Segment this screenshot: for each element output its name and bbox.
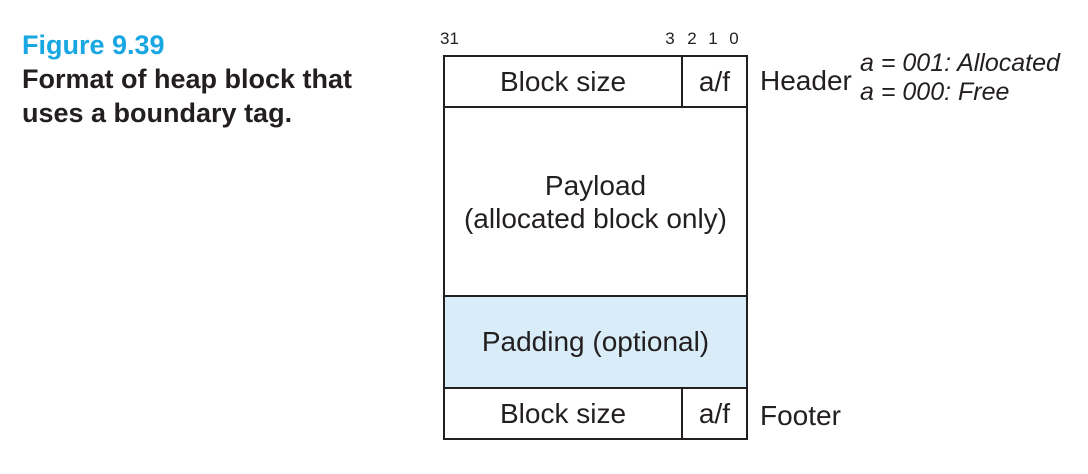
heap-block-diagram: Block size a/f Payload (allocated block …: [443, 55, 748, 440]
legend-allocated-line: a = 001: Allocated: [860, 49, 1060, 77]
bit-label-3: 3: [665, 29, 675, 48]
padding-row: Padding (optional): [445, 295, 746, 389]
payload-label-line2: (allocated block only): [463, 202, 728, 234]
allocation-legend: a = 001: Allocated a = 000: Free: [860, 49, 1060, 107]
figure-caption: Figure 9.39 Format of heap block that us…: [22, 28, 352, 130]
footer-side-label: Footer: [760, 400, 841, 431]
payload-row: Payload (allocated block only): [445, 108, 746, 295]
figure-title-line1: Format of heap block that: [22, 64, 353, 94]
bit-label-1: 1: [708, 29, 718, 48]
header-row: Block size a/f: [445, 57, 746, 108]
figure-title-line2: uses a boundary tag.: [22, 98, 293, 128]
header-side-label: Header: [760, 65, 852, 96]
footer-af-cell: a/f: [681, 389, 746, 438]
bit-label-31: 31: [440, 29, 459, 48]
header-af-cell: a/f: [681, 57, 746, 106]
payload-label-line1: Payload: [544, 169, 647, 201]
legend-free-line: a = 000: Free: [860, 78, 1010, 106]
figure-number: Figure 9.39: [22, 30, 165, 60]
footer-row: Block size a/f: [445, 389, 746, 438]
bit-label-0: 0: [729, 29, 739, 48]
header-block-size-cell: Block size: [499, 65, 627, 97]
bit-label-2: 2: [687, 29, 697, 48]
footer-block-size-cell: Block size: [499, 397, 627, 429]
